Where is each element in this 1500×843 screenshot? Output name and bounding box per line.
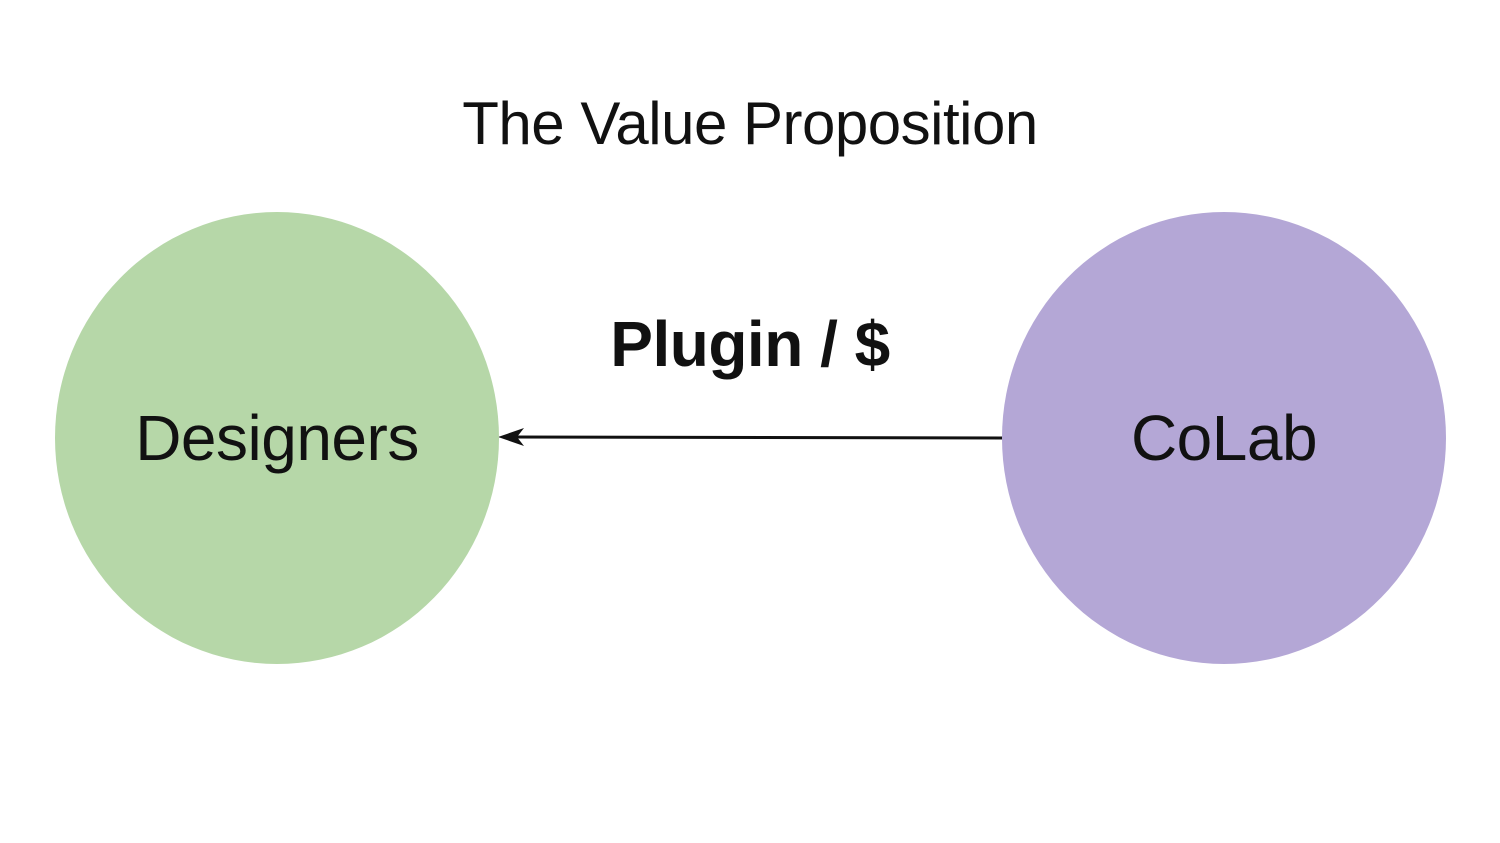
edge-label: Plugin / $	[610, 308, 890, 380]
colab-label: CoLab	[1130, 402, 1318, 474]
designers-label: Designers	[135, 402, 419, 474]
colab-node: CoLab	[1002, 212, 1446, 664]
slide-title: The Value Proposition	[462, 90, 1038, 157]
arrow-head	[498, 428, 524, 446]
designers-node: Designers	[55, 212, 499, 664]
arrow-line	[505, 435, 1004, 440]
